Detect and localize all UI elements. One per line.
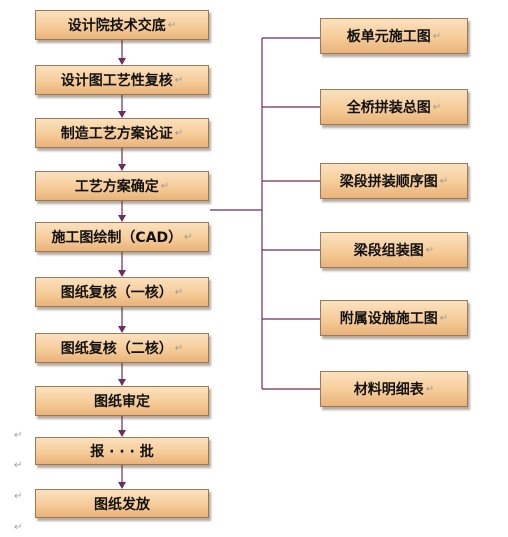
paragraph-mark-icon: ↵ — [432, 101, 442, 113]
step-second-check: 图纸复核（二核）↵ — [35, 333, 209, 363]
step-label: 设计图工艺性复核 — [60, 73, 173, 89]
step-label: 图纸审定 — [94, 394, 150, 410]
output-label: 材料明细表 — [353, 382, 424, 398]
step-process-plan-finalized: 工艺方案确定↵ — [35, 171, 209, 201]
paragraph-mark-icon: ↵ — [425, 383, 435, 395]
step-process-plan-evaluation: 制造工艺方案论证↵ — [35, 118, 209, 148]
output-material-list: 材料明细表↵ — [320, 371, 468, 407]
step-design-institute-briefing: 设计院技术交底↵ — [35, 10, 209, 40]
output-segment-sequence-drawing: 梁段拼装顺序图↵ — [320, 163, 468, 199]
paragraph-mark-icon: ↵ — [432, 30, 442, 42]
paragraph-mark-icon: ↵ — [439, 175, 449, 187]
paragraph-mark-icon: ↵ — [184, 231, 193, 243]
output-panel-unit-drawing: 板单元施工图↵ — [320, 18, 468, 54]
paragraph-mark-icon: ↵ — [14, 522, 23, 533]
paragraph-mark-icon: ↵ — [14, 430, 23, 441]
paragraph-mark-icon: ↵ — [174, 127, 184, 139]
output-bridge-assembly-drawing: 全桥拼装总图↵ — [320, 89, 468, 125]
paragraph-mark-icon: ↵ — [439, 312, 449, 324]
paragraph-mark-icon: ↵ — [160, 180, 170, 192]
step-label: 图纸复核（一核） — [60, 285, 173, 301]
step-cad-drawing: 施工图绘制（CAD）↵ — [35, 222, 209, 252]
step-label: 施工图绘制（CAD） — [51, 230, 183, 246]
output-label: 板单元施工图 — [346, 29, 431, 45]
paragraph-mark-icon: ↵ — [174, 74, 184, 86]
output-auxiliary-facility-drawing: 附属设施施工图↵ — [320, 300, 468, 336]
step-label: 工艺方案确定 — [74, 179, 159, 195]
output-label: 梁段组装图 — [353, 243, 424, 259]
paragraph-mark-icon: ↵ — [174, 286, 184, 298]
output-segment-assembly-drawing: 梁段组装图↵ — [320, 232, 468, 268]
step-drawing-approval: 图纸审定 — [35, 386, 209, 416]
step-label: 制造工艺方案论证 — [60, 126, 173, 142]
paragraph-mark-icon: ↵ — [167, 19, 177, 31]
paragraph-mark-icon: ↵ — [14, 460, 23, 471]
output-label: 附属设施施工图 — [339, 311, 438, 327]
paragraph-mark-icon: ↵ — [425, 244, 435, 256]
step-label: 图纸发放 — [94, 496, 150, 513]
step-label: 报 · · · 批 — [90, 444, 154, 460]
step-submit-for-approval: 报 · · · 批 — [35, 437, 209, 465]
paragraph-mark-icon: ↵ — [14, 491, 23, 502]
step-drawing-release: 图纸发放 — [35, 489, 209, 518]
step-first-check: 图纸复核（一核）↵ — [35, 277, 209, 307]
paragraph-mark-icon: ↵ — [174, 342, 184, 354]
step-design-process-review: 设计图工艺性复核↵ — [35, 65, 209, 95]
step-label: 图纸复核（二核） — [60, 341, 173, 357]
step-label: 设计院技术交底 — [67, 18, 166, 34]
output-label: 全桥拼装总图 — [346, 100, 431, 116]
output-label: 梁段拼装顺序图 — [339, 174, 438, 190]
